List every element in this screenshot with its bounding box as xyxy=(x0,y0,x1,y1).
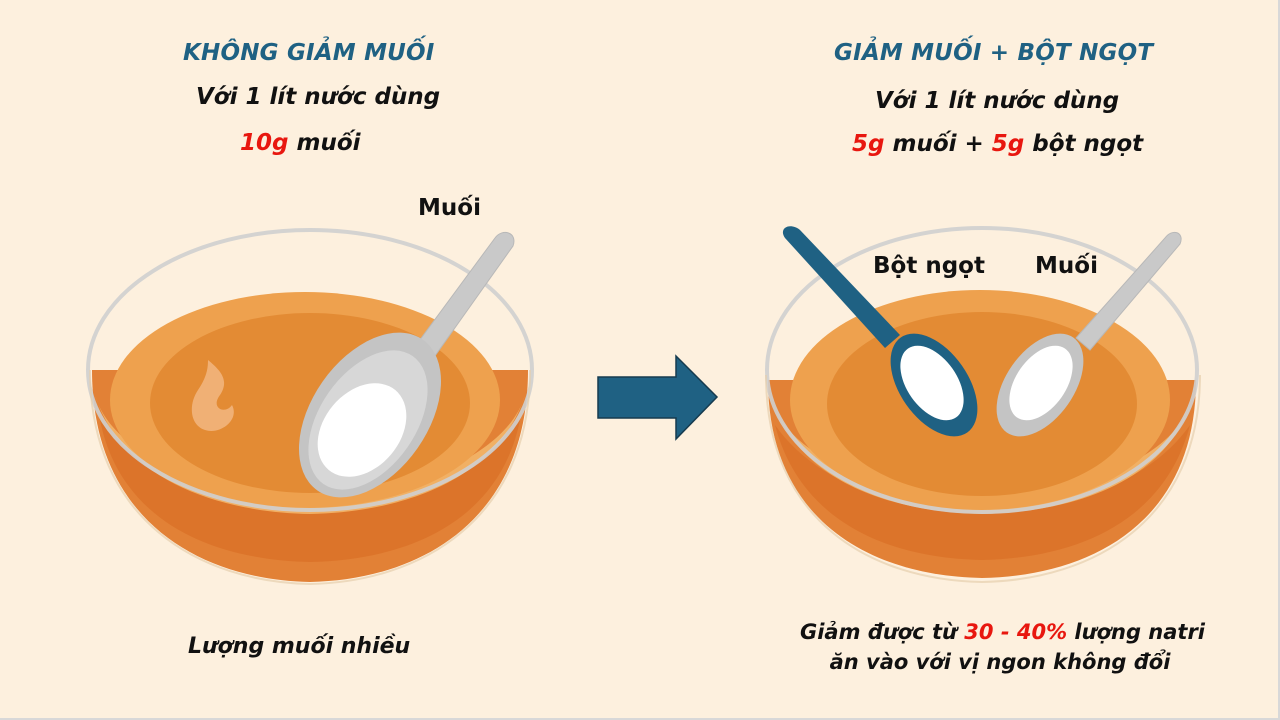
right-msg-value: 5g xyxy=(991,131,1025,157)
msg-pile-icon xyxy=(900,345,964,421)
right-arrow-icon xyxy=(597,354,719,441)
right-salt-unit: muối + xyxy=(884,131,992,157)
msg-spoon-label: Bột ngọt xyxy=(873,253,985,279)
left-amount: 10g muối xyxy=(240,130,361,156)
left-title: KHÔNG GIẢM MUỐI xyxy=(183,40,435,66)
salt-pile-icon xyxy=(1009,345,1073,421)
right-salt-value: 5g xyxy=(852,131,885,157)
left-caption: Lượng muối nhiều xyxy=(188,634,411,659)
right-title: GIẢM MUỐI + BỘT NGỌT xyxy=(834,40,1154,66)
left-bowl-illustration xyxy=(86,228,534,586)
left-spoon-label: Muối xyxy=(418,195,481,221)
left-amount-value: 10g xyxy=(240,130,289,156)
salt-spoon-icon xyxy=(1075,231,1182,351)
right-bowl-illustration xyxy=(765,226,1201,584)
right-caption-line1: Giảm được từ 30 - 40% lượng natri xyxy=(800,620,1206,644)
right-caption: Giảm được từ 30 - 40% lượng natri ăn vào… xyxy=(800,617,1206,677)
right-subtitle: Với 1 lít nước dùng xyxy=(875,88,1120,114)
right-msg-unit: bột ngọt xyxy=(1024,131,1144,157)
reduction-percent: 30 - 40% xyxy=(964,620,1068,644)
steam-icon xyxy=(191,360,234,431)
salt-pile-icon xyxy=(317,383,407,477)
left-amount-unit: muối xyxy=(288,130,361,156)
msg-spoon-icon xyxy=(782,226,900,348)
salt-spoon-label: Muối xyxy=(1035,253,1098,279)
left-subtitle: Với 1 lít nước dùng xyxy=(196,84,441,110)
right-amount: 5g muối + 5g bột ngọt xyxy=(852,131,1143,157)
right-caption-line2: ăn vào với vị ngon không đổi xyxy=(829,650,1171,674)
